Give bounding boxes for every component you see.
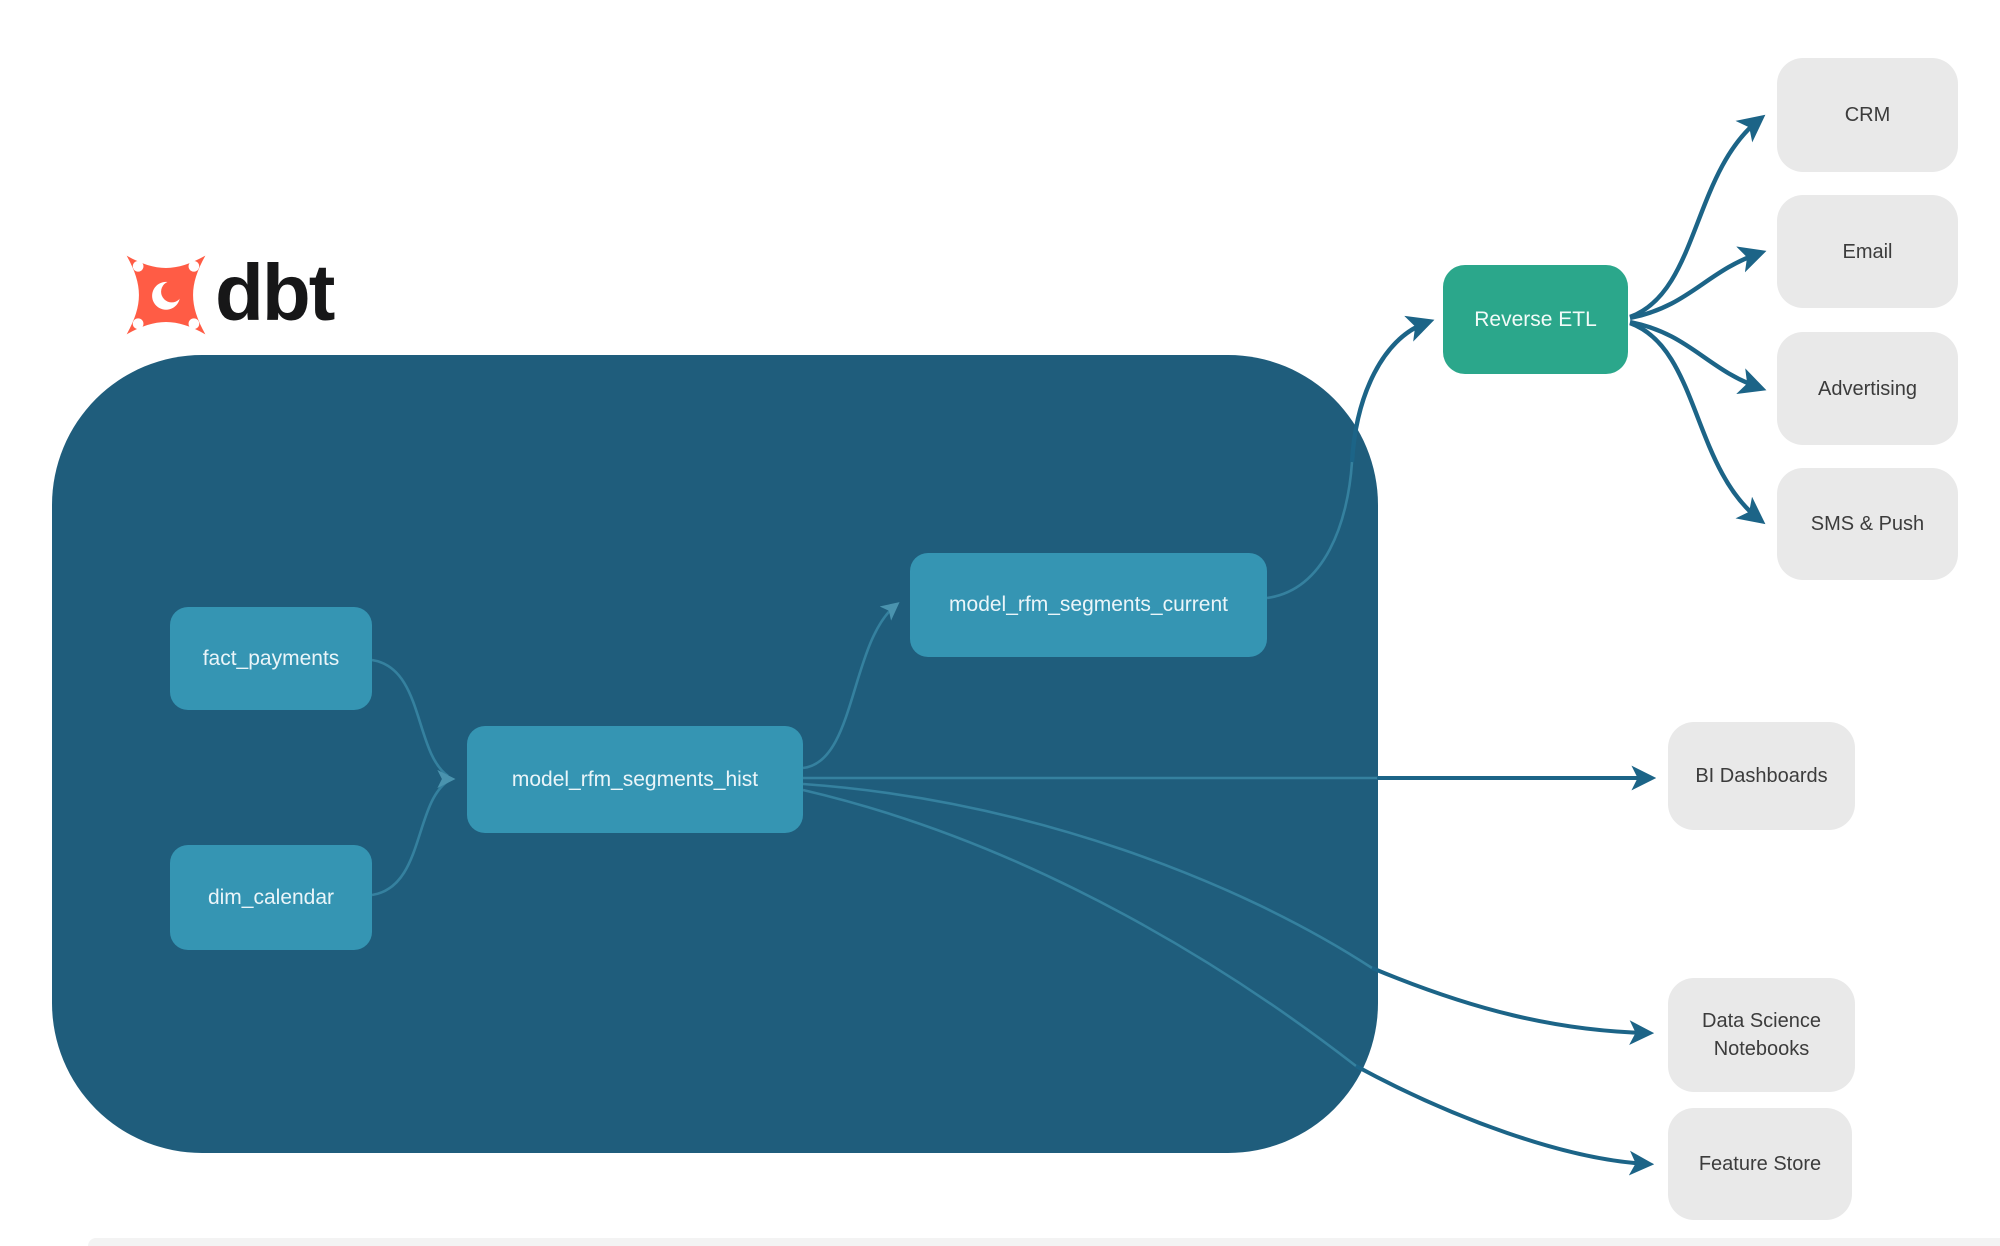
- node-fact-payments: fact_payments: [170, 607, 372, 710]
- node-label: Advertising: [1818, 377, 1917, 400]
- node-reverse-etl: Reverse ETL: [1443, 265, 1628, 374]
- arrow-reverse-etl-to-crm: [1629, 114, 1766, 320]
- arrow-to-ds-notebooks: [1371, 966, 1655, 1045]
- node-label: model_rfm_segments_hist: [511, 767, 759, 791]
- arrow-to-feature-store: [1355, 1064, 1655, 1176]
- node-label: CRM: [1844, 104, 1891, 126]
- node-crm: CRM: [1777, 58, 1958, 172]
- node-model-rfm-segments-current: model_rfm_segments_current: [910, 553, 1267, 657]
- node-model-rfm-segments-hist: model_rfm_segments_hist: [467, 726, 803, 833]
- arrow-reverse-etl-to-email: [1629, 246, 1767, 321]
- node-sms-push: SMS & Push: [1777, 468, 1958, 580]
- node-bi-dashboards: BI Dashboards: [1668, 722, 1855, 830]
- dbt-wordmark: dbt: [215, 248, 335, 337]
- node-dim-calendar: dim_calendar: [170, 845, 372, 950]
- node-advertising: Advertising: [1777, 332, 1958, 445]
- node-label: Feature Store: [1698, 1153, 1822, 1175]
- bottom-edge-strip: [88, 1238, 2000, 1246]
- arrow-reverse-etl-to-sms: [1629, 320, 1766, 525]
- node-data-science-notebooks: Data Science Notebooks: [1668, 978, 1855, 1092]
- node-label: Email: [1842, 240, 1893, 263]
- node-label: BI Dashboards: [1695, 765, 1828, 787]
- node-label: dim_calendar: [207, 885, 335, 909]
- arrow-reverse-etl-to-advertising: [1629, 319, 1767, 395]
- node-label: Data Science Notebooks: [1702, 1010, 1821, 1060]
- node-email: Email: [1777, 195, 1958, 308]
- node-label: Reverse ETL: [1474, 307, 1597, 331]
- node-label: fact_payments: [202, 646, 340, 670]
- dbt-logo-icon: [126, 255, 206, 335]
- node-feature-store: Feature Store: [1668, 1108, 1852, 1220]
- dbt-logo: dbt: [125, 248, 335, 338]
- node-label: SMS & Push: [1810, 513, 1925, 535]
- node-label: model_rfm_segments_current: [949, 593, 1228, 616]
